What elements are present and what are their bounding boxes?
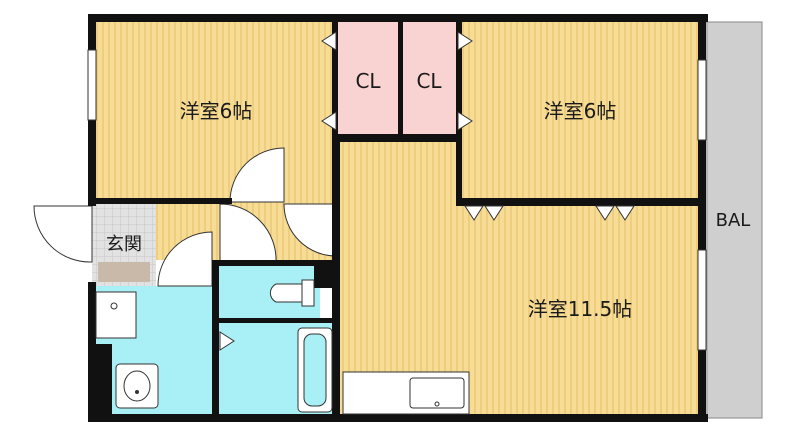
room-label-top-left: 洋室6帖	[180, 99, 253, 123]
toilet-icon	[269, 279, 315, 307]
washbasin-icon	[95, 291, 137, 339]
washing-machine-icon	[115, 363, 159, 409]
western-room-large	[336, 138, 702, 418]
bathtub-icon	[297, 327, 333, 413]
western-room-top-left	[92, 18, 336, 202]
balcony	[702, 22, 762, 418]
closet-label-left: CL	[355, 69, 381, 93]
closet-label-right: CL	[416, 69, 442, 93]
closet-right	[400, 18, 458, 138]
room-label-top-right: 洋室6帖	[544, 99, 617, 123]
room-label-large: 洋室11.5帖	[528, 297, 633, 321]
kitchen-sink-icon	[409, 377, 465, 409]
closet-left	[336, 18, 400, 138]
entrance-label: 玄関	[106, 234, 142, 255]
balcony-label: BAL	[716, 210, 751, 231]
entrance-step	[98, 262, 150, 282]
